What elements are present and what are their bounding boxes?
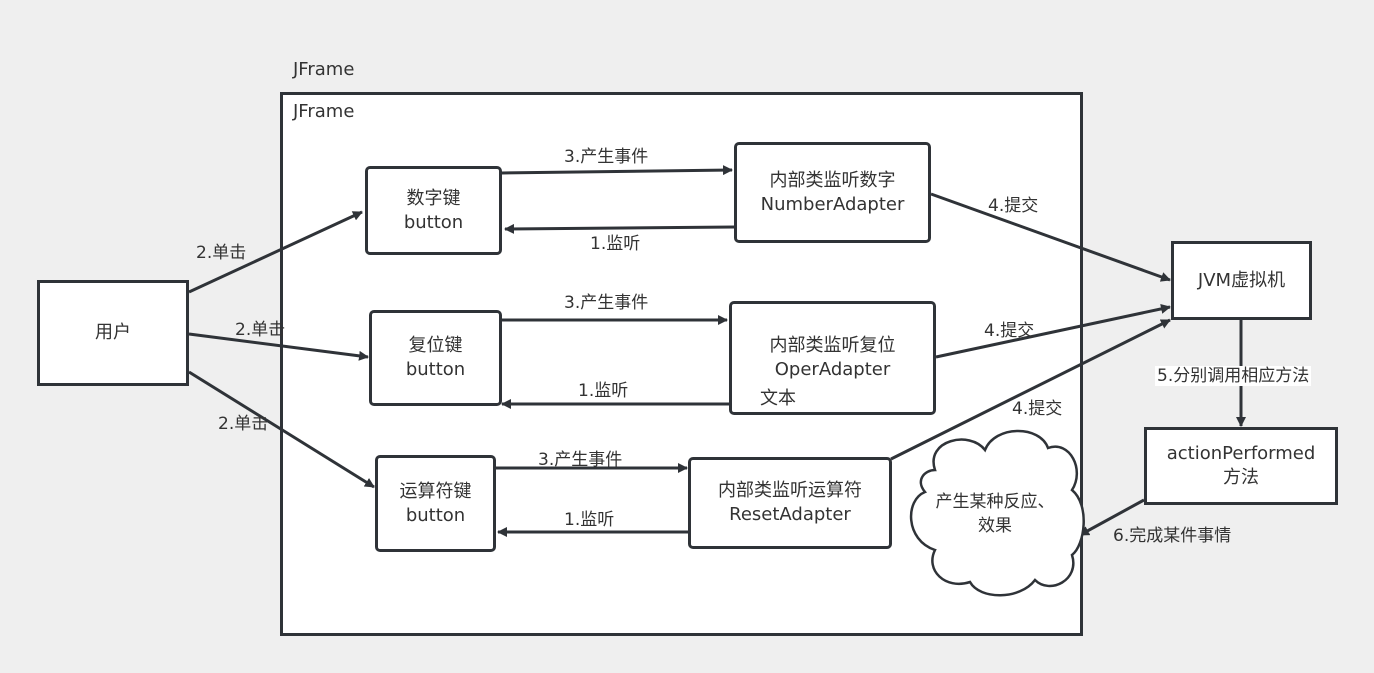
effect-cloud-line1: 产生某种反应、	[935, 492, 1055, 512]
event-label-2: 3.产生事件	[564, 293, 649, 313]
operator-button-node: 运算符键 button	[375, 455, 496, 552]
oper-adapter-extra-text: 文本	[760, 388, 796, 409]
number-button-node: 数字键 button	[365, 166, 502, 255]
jframe-label: JFrame	[293, 101, 355, 122]
operator-button-type: button	[405, 504, 466, 526]
submit-label-2: 4.提交	[984, 321, 1035, 341]
user-node: 用户	[37, 280, 189, 386]
listen-label-2: 1.监听	[578, 381, 629, 401]
submit-edge-2	[935, 303, 1171, 359]
complete-edge	[1079, 498, 1145, 537]
jvm-node: JVM虚拟机	[1171, 241, 1312, 320]
outer-jframe-label: JFrame	[293, 59, 355, 80]
click-edge-2	[188, 332, 369, 361]
click-label-2: 2.单击	[235, 320, 286, 340]
number-adapter-class: NumberAdapter	[760, 193, 905, 215]
effect-cloud-shape	[909, 429, 1085, 597]
submit-edge-3	[890, 318, 1171, 461]
listen-label-1: 1.监听	[590, 234, 641, 254]
reset-button-type: button	[405, 359, 466, 380]
reset-adapter-class: ResetAdapter	[729, 504, 851, 525]
event-label-1: 3.产生事件	[564, 147, 649, 167]
action-performed-suffix: 方法	[1223, 467, 1259, 488]
oper-adapter-class: OperAdapter	[774, 359, 891, 380]
event-label-3: 3.产生事件	[538, 450, 623, 470]
click-label-1: 2.单击	[196, 243, 247, 263]
user-label: 用户	[95, 322, 131, 343]
number-button-type: button	[403, 211, 464, 233]
effect-cloud-line2: 效果	[978, 516, 1012, 536]
action-performed-label: actionPerformed	[1166, 443, 1316, 464]
click-edge-3	[188, 370, 375, 489]
invoke-label: 5.分别调用相应方法	[1155, 366, 1312, 386]
operator-button-label: 运算符键	[399, 480, 472, 502]
reset-button-node: 复位键 button	[369, 310, 502, 406]
click-edge-1	[188, 210, 363, 294]
reset-adapter-label: 内部类监听运算符	[718, 480, 862, 501]
submit-label-1: 4.提交	[988, 196, 1039, 216]
number-adapter-node: 内部类监听数字 NumberAdapter	[734, 142, 931, 243]
number-button-label: 数字键	[406, 187, 461, 209]
effect-cloud-text: 产生某种反应、 效果	[915, 490, 1075, 538]
event-edge-1	[501, 165, 733, 176]
reset-adapter-node: 内部类监听运算符 ResetAdapter	[688, 457, 892, 549]
oper-adapter-node: 内部类监听复位 OperAdapter	[729, 301, 936, 415]
click-label-3: 2.单击	[218, 414, 269, 434]
complete-label: 6.完成某件事情	[1113, 526, 1232, 546]
reset-button-label: 复位键	[408, 335, 463, 356]
submit-edge-1	[930, 192, 1171, 282]
submit-label-3: 4.提交	[1012, 399, 1063, 419]
number-adapter-label: 内部类监听数字	[769, 169, 896, 191]
listen-label-3: 1.监听	[564, 510, 615, 530]
listen-edge-1	[504, 223, 736, 234]
action-performed-node: actionPerformed 方法	[1144, 427, 1338, 505]
oper-adapter-label: 内部类监听复位	[769, 335, 896, 356]
jvm-label: JVM虚拟机	[1197, 269, 1286, 291]
